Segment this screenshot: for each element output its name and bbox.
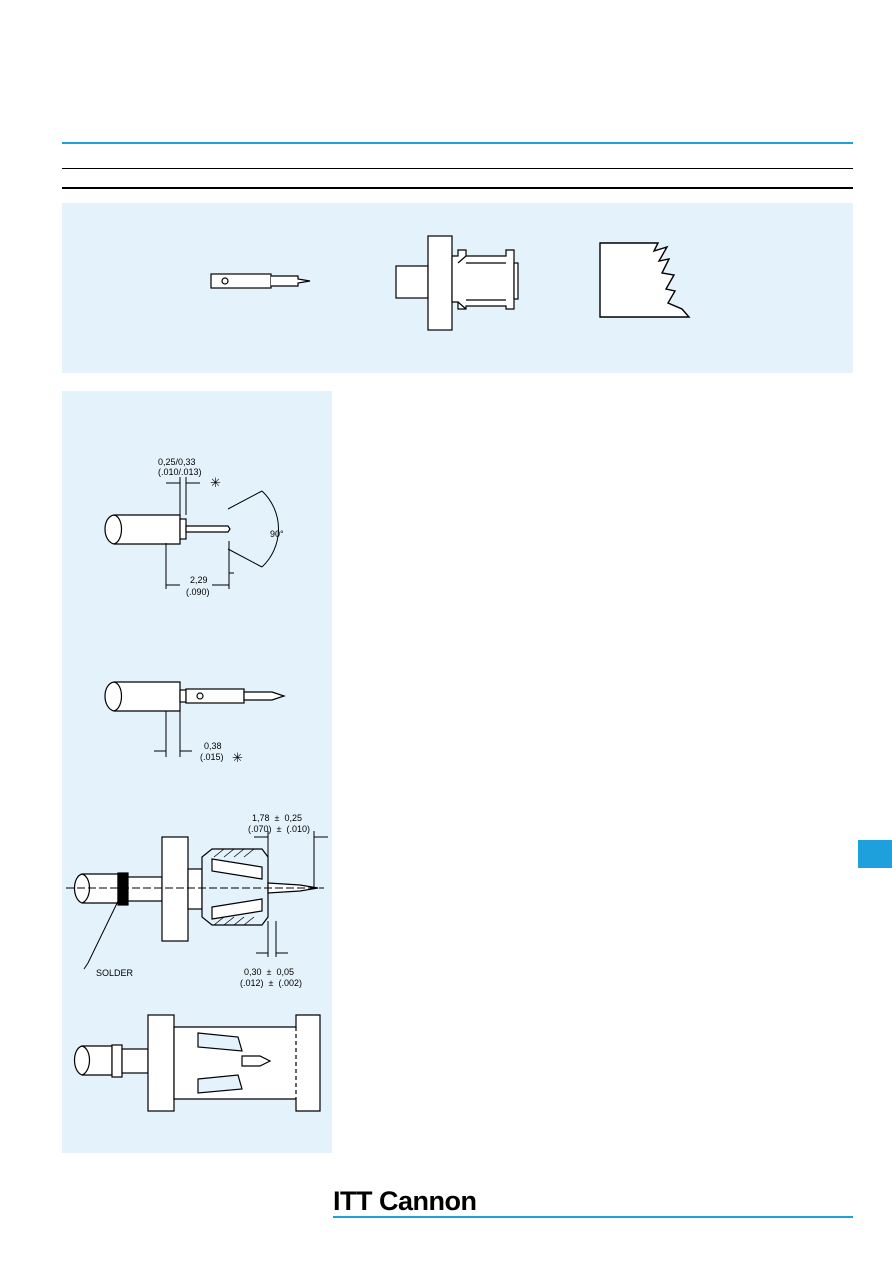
- parts-illustration: [210, 235, 691, 331]
- step1-length-inch-label: (.090): [186, 587, 210, 597]
- assembly-panel: 0,25/0,33 (.010/.013) ✳ 90° 2,29 (.090): [62, 391, 332, 1153]
- step3-dimension-lines: [66, 831, 328, 970]
- step1-asterisk: ✳: [210, 475, 221, 490]
- step2-asterisk: ✳: [232, 750, 243, 765]
- section-tab: [858, 840, 892, 868]
- contact-pin-drawing: [210, 273, 311, 289]
- solder-label: SOLDER: [96, 968, 134, 978]
- step1-cable-drawing: [104, 514, 231, 545]
- brand-logo: ITT Cannon: [333, 1186, 477, 1216]
- step1-dimension-lines: [165, 477, 279, 589]
- step1-length-label: 2,29: [190, 575, 208, 585]
- step2-dimension-lines: [154, 703, 192, 757]
- step3-assembly-drawing: [73, 836, 319, 942]
- step2-cable-drawing: [104, 681, 286, 712]
- parts-panel: [62, 203, 853, 373]
- step3-bottom-inch-label: (.012) ± (.002): [240, 978, 302, 988]
- step1-angle-label: 90°: [270, 529, 284, 539]
- assembly-illustration: 0,25/0,33 (.010/.013) ✳ 90° 2,29 (.090): [66, 457, 328, 1112]
- step3-diagram: 1,78 ± 0,25 (.070) ± (.010) SOLDER 0,30 …: [66, 813, 328, 988]
- step2-gap-label: 0,38: [204, 741, 222, 751]
- step2-gap-inch-label: (.015): [200, 752, 224, 762]
- step1-gap-inch-label: (.010/.013): [158, 467, 202, 477]
- sheet-fragment-drawing: [599, 242, 691, 318]
- step3-bottom-label: 0,30 ± 0,05: [244, 967, 294, 977]
- step3-hatching: [213, 848, 255, 926]
- connector-body-drawing: [395, 235, 519, 331]
- header-rule-thick: [62, 187, 853, 189]
- step1-diagram: 0,25/0,33 (.010/.013) ✳ 90° 2,29 (.090): [104, 457, 284, 597]
- step4-diagram: [73, 1014, 321, 1112]
- step1-gap-label: 0,25/0,33: [158, 457, 196, 467]
- step3-top-label: 1,78 ± 0,25: [252, 813, 302, 823]
- header-rule-thin: [62, 168, 853, 169]
- step3-top-inch-label: (.070) ± (.010): [248, 824, 310, 834]
- top-accent-rule: [62, 142, 853, 144]
- step2-diagram: 0,38 (.015) ✳: [104, 681, 286, 765]
- footer-accent-rule: [333, 1216, 853, 1218]
